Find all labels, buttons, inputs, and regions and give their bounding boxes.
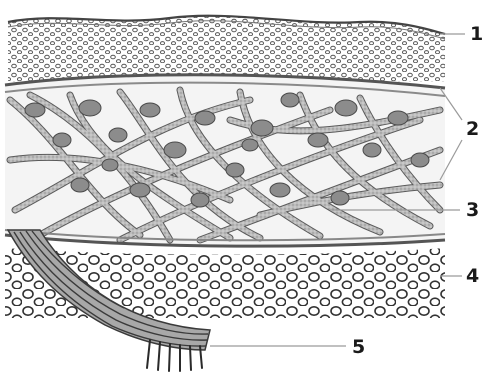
label-2: 2 — [466, 118, 479, 140]
label-1: 1 — [470, 23, 483, 45]
label-4: 4 — [466, 265, 479, 287]
fibrous-network-layer — [5, 75, 445, 246]
top-membrane-layer — [8, 16, 445, 82]
label-3: 3 — [466, 199, 479, 221]
label-5: 5 — [352, 336, 365, 358]
